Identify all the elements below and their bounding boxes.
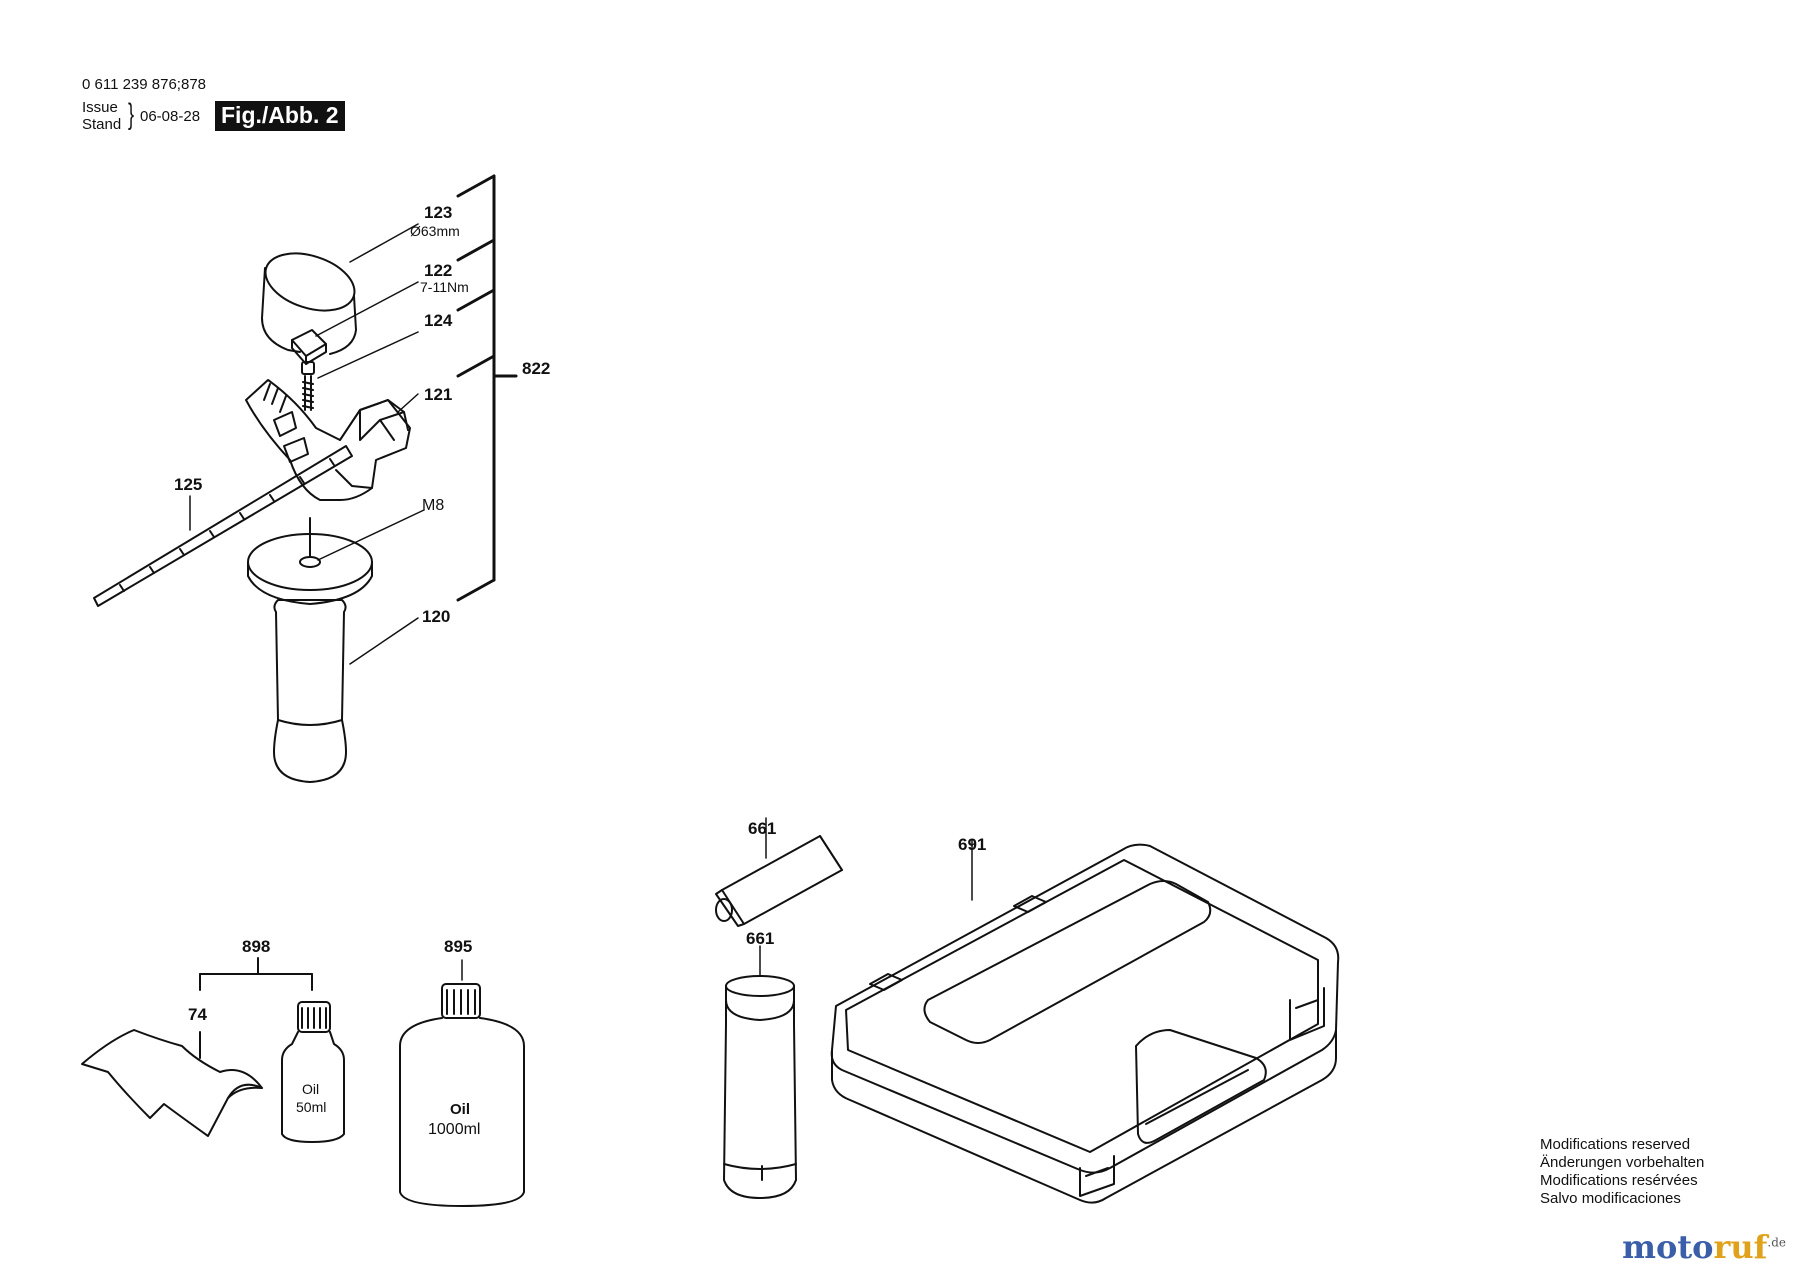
oil-bottle-1000ml xyxy=(399,959,525,1207)
label-895: 895 xyxy=(444,937,472,956)
label-661-tube: 661 xyxy=(748,819,776,838)
grip-120 xyxy=(273,599,347,783)
logo-tld: .de xyxy=(1767,1235,1786,1250)
notice-fr: Modifications resérvées xyxy=(1540,1172,1698,1189)
label-125: 125 xyxy=(174,475,202,494)
label-898: 898 xyxy=(242,937,270,956)
bottle-large-line2: 1000ml xyxy=(428,1121,480,1138)
screw-124 xyxy=(301,361,315,411)
notice-de: Änderungen vorbehalten xyxy=(1540,1154,1705,1171)
bracket-898 xyxy=(199,957,313,1059)
bottle-small-line2: 50ml xyxy=(296,1099,326,1115)
clamp-body-121 xyxy=(245,379,411,501)
bolt-122 xyxy=(291,329,327,365)
carrying-case-691 xyxy=(830,839,1340,1204)
modifications-notice: Modifications reserved Änderungen vorbeh… xyxy=(1540,1136,1704,1208)
part-labels: 123 Ø63mm 122 7-11Nm 124 121 822 125 M8 … xyxy=(174,203,986,1138)
issue-date: 06-08-28 xyxy=(140,108,201,125)
label-123-spec: Ø63mm xyxy=(410,223,460,239)
label-124: 124 xyxy=(424,311,453,330)
label-M8: M8 xyxy=(422,497,444,514)
depth-rod-125 xyxy=(93,445,353,607)
grease-can-661 xyxy=(723,945,797,1199)
site-logo[interactable]: motoruf.de xyxy=(1622,1228,1786,1266)
document-number: 0 611 239 876;878 xyxy=(82,76,207,93)
label-122: 122 xyxy=(424,261,452,280)
bottle-large-line1: Oil xyxy=(450,1101,470,1118)
cleaning-cloth-74 xyxy=(81,1029,263,1137)
issue-stand-label: Issue Stand xyxy=(82,99,121,133)
oil-bottle-50ml xyxy=(281,1001,345,1143)
notice-es: Salvo modificaciones xyxy=(1540,1190,1681,1207)
bottle-small-line1: Oil xyxy=(302,1081,319,1097)
notice-en: Modifications reserved xyxy=(1540,1136,1691,1153)
grease-tube-661 xyxy=(715,817,843,927)
label-822: 822 xyxy=(522,359,550,378)
label-122-spec: 7-11Nm xyxy=(420,279,469,295)
label-121: 121 xyxy=(424,385,452,404)
logo-accent: ruf xyxy=(1713,1228,1768,1266)
issue-label: Issue xyxy=(82,99,118,116)
label-691: 691 xyxy=(958,835,986,854)
label-661-can: 661 xyxy=(746,929,774,948)
figure-label: Fig./Abb. 2 xyxy=(215,101,345,131)
label-123: 123 xyxy=(424,203,452,222)
stand-label: Stand xyxy=(82,116,122,133)
clamp-band-123 xyxy=(261,252,357,355)
label-120: 120 xyxy=(422,607,450,626)
bracket-822 xyxy=(456,174,518,602)
leader-lines xyxy=(189,223,425,665)
brace-glyph: } xyxy=(128,98,135,131)
label-74: 74 xyxy=(188,1005,207,1024)
logo-main: moto xyxy=(1622,1228,1714,1266)
guard-disk xyxy=(247,517,373,605)
handle-assembly xyxy=(93,174,518,783)
